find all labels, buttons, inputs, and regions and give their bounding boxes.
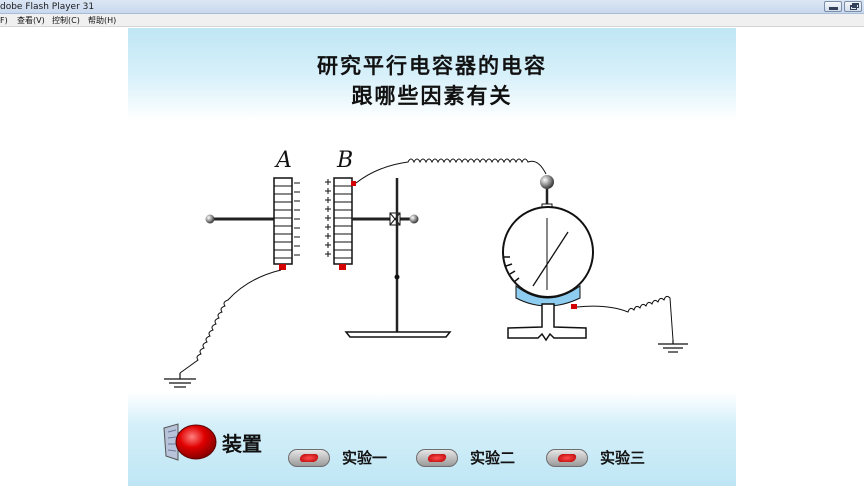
plate-a[interactable] <box>273 177 293 270</box>
menu-control[interactable]: 控制(C) <box>52 16 80 25</box>
device-button-icon <box>163 423 217 461</box>
plate-b-rod <box>352 212 419 226</box>
restore-icon <box>850 5 857 10</box>
menu-view[interactable]: 查看(V) <box>17 16 45 25</box>
plate-b-label: B <box>337 148 354 173</box>
title-bar: dobe Flash Player 31 <box>0 0 864 14</box>
exp2-pill-icon <box>416 448 458 467</box>
footer-band <box>128 392 736 486</box>
page-title: 研究平行电容器的电容 <box>317 53 547 78</box>
ground-left-icon <box>164 373 196 388</box>
support-stand <box>344 178 452 338</box>
menu-bar: F) 查看(V) 控制(C) 帮助(H) <box>0 14 864 27</box>
minimize-button[interactable] <box>824 1 842 12</box>
window-controls <box>824 1 862 12</box>
menu-help[interactable]: 帮助(H) <box>88 16 117 25</box>
electrometer[interactable] <box>502 175 594 342</box>
menu-file[interactable]: F) <box>0 16 8 25</box>
minimize-icon <box>829 7 838 10</box>
window-title: dobe Flash Player 31 <box>0 2 95 12</box>
nav-exp3-button[interactable]: 实验三 <box>546 447 645 468</box>
plate-b[interactable] <box>333 177 356 270</box>
restore-button[interactable] <box>844 1 862 12</box>
nav-exp2-label: 实验二 <box>470 449 516 467</box>
nav-device-button[interactable]: 装置 <box>162 422 262 462</box>
plate-a-charges <box>294 182 300 256</box>
flash-stage: 研究平行电容器的电容 跟哪些因素有关 <box>128 28 736 486</box>
nav-device-label: 装置 <box>222 431 262 456</box>
page-subtitle: 跟哪些因素有关 <box>351 83 513 108</box>
ground-right-icon <box>658 340 688 353</box>
exp3-pill-icon <box>546 448 588 467</box>
exp1-pill-icon <box>288 448 330 467</box>
nav-exp1-button[interactable]: 实验一 <box>288 447 387 468</box>
header-band <box>128 28 736 120</box>
nav-exp1-label: 实验一 <box>342 449 388 467</box>
nav-exp3-label: 实验三 <box>600 449 646 467</box>
plate-a-rod <box>205 214 274 224</box>
capacitor-apparatus <box>164 158 688 388</box>
plate-b-charges <box>325 179 331 257</box>
wire-a-to-ground <box>179 269 282 374</box>
wire-b-to-electrometer <box>355 158 547 184</box>
electrometer-scale <box>504 256 520 283</box>
nav-exp2-button[interactable]: 实验二 <box>416 447 515 468</box>
plate-a-label: A <box>276 148 292 173</box>
wire-electrometer-to-ground <box>576 295 674 341</box>
